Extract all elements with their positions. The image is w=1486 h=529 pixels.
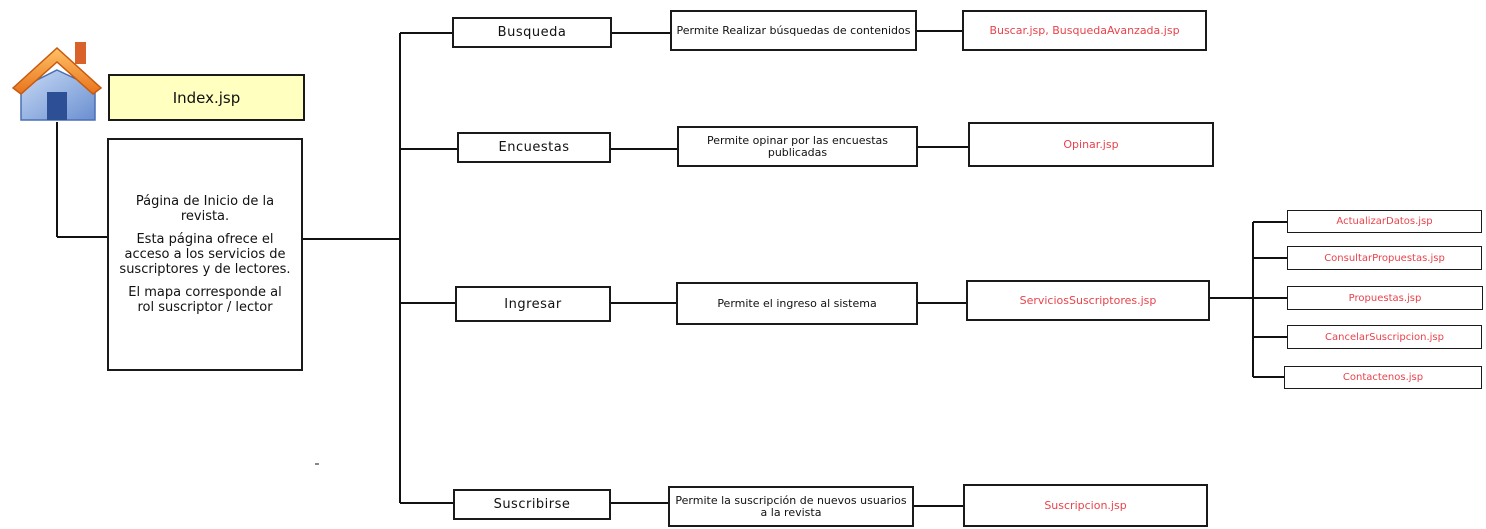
busqueda-label: Busqueda	[497, 25, 567, 40]
sub-page-label: ActualizarDatos.jsp	[1336, 216, 1433, 227]
busqueda-description: Permite Realizar búsquedas de contenidos	[670, 10, 917, 51]
encuestas-files[interactable]: Opinar.jsp	[968, 122, 1214, 167]
ingresar-description: Permite el ingreso al sistema	[676, 282, 918, 325]
sub-page-propuestas[interactable]: Propuestas.jsp	[1287, 286, 1483, 310]
ingresar-description-text: Permite el ingreso al sistema	[717, 296, 877, 310]
sub-page-contactenos[interactable]: Contactenos.jsp	[1284, 366, 1482, 389]
sub-page-consultar-propuestas[interactable]: ConsultarPropuestas.jsp	[1287, 246, 1482, 270]
index-title-box[interactable]: Index.jsp	[108, 74, 305, 121]
suscribirse-description: Permite la suscripción de nuevos usuario…	[668, 486, 914, 527]
encuestas-description-text: Permite opinar por las encuestas publica…	[707, 133, 888, 159]
sub-page-cancelar-suscripcion[interactable]: CancelarSuscripcion.jsp	[1287, 325, 1482, 349]
ingresar-files[interactable]: ServiciosSuscriptores.jsp	[966, 280, 1210, 321]
index-title: Index.jsp	[172, 88, 241, 107]
sub-page-label: Contactenos.jsp	[1342, 372, 1424, 383]
index-description-line: Página de Inicio de la revista.	[135, 194, 275, 224]
encuestas-label: Encuestas	[498, 140, 570, 155]
sub-page-actualizar-datos[interactable]: ActualizarDatos.jsp	[1287, 210, 1482, 233]
sub-page-label: CancelarSuscripcion.jsp	[1325, 331, 1444, 343]
busqueda-node[interactable]: Busqueda	[452, 17, 612, 48]
busqueda-files[interactable]: Buscar.jsp, BusquedaAvanzada.jsp	[962, 10, 1207, 51]
busqueda-files-text: Buscar.jsp, BusquedaAvanzada.jsp	[989, 23, 1180, 37]
index-description-box: Página de Inicio de la revista. Esta pág…	[107, 138, 303, 371]
suscribirse-files[interactable]: Suscripcion.jsp	[963, 484, 1208, 527]
ingresar-node[interactable]: Ingresar	[455, 286, 611, 322]
suscribirse-files-text: Suscripcion.jsp	[1044, 498, 1127, 512]
busqueda-description-text: Permite Realizar búsquedas de contenidos	[676, 23, 911, 37]
ingresar-files-text: ServiciosSuscriptores.jsp	[1019, 293, 1157, 307]
index-description-line: Esta página ofrece el acceso a los servi…	[119, 232, 291, 277]
encuestas-description: Permite opinar por las encuestas publica…	[677, 126, 918, 167]
suscribirse-label: Suscribirse	[493, 497, 571, 512]
sub-page-label: Propuestas.jsp	[1348, 292, 1422, 304]
suscribirse-node[interactable]: Suscribirse	[453, 489, 611, 520]
ingresar-label: Ingresar	[504, 296, 562, 312]
house-icon	[11, 42, 103, 121]
index-description-line: El mapa corresponde al rol suscriptor / …	[128, 285, 282, 315]
encuestas-node[interactable]: Encuestas	[457, 132, 611, 163]
sub-page-label: ConsultarPropuestas.jsp	[1324, 252, 1445, 264]
suscribirse-description-text: Permite la suscripción de nuevos usuario…	[675, 493, 907, 519]
encuestas-files-text: Opinar.jsp	[1063, 137, 1119, 151]
